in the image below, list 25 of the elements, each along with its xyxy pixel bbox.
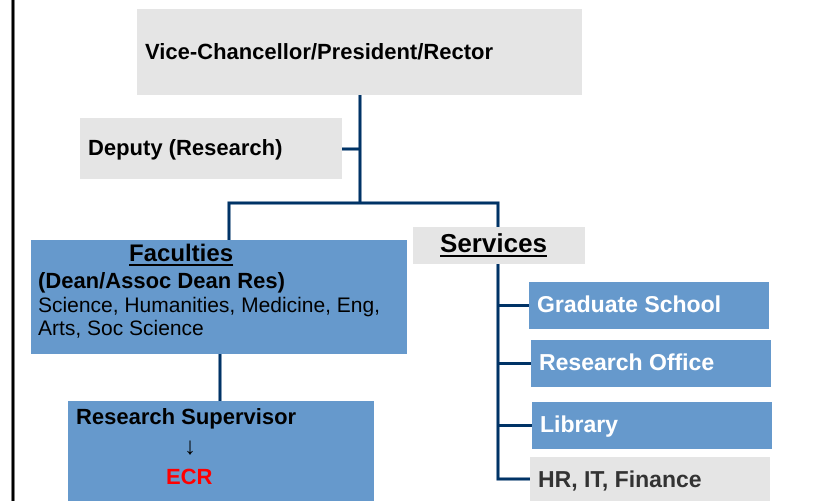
node-label: Research Office bbox=[539, 349, 716, 376]
node-title: Research Supervisor bbox=[76, 403, 298, 431]
role-box bbox=[68, 401, 374, 501]
node-detail: ECR bbox=[166, 463, 214, 491]
service-box bbox=[531, 340, 771, 387]
node-title: Faculties bbox=[129, 240, 234, 267]
connector-line bbox=[496, 264, 530, 480]
department-box bbox=[31, 240, 407, 354]
connector-line bbox=[218, 354, 222, 401]
role-box bbox=[80, 118, 342, 179]
node-label: Services bbox=[440, 229, 547, 259]
title-box bbox=[137, 9, 582, 95]
node-detail: Science, Humanities, Medicine, Eng, Arts, Soc Science bbox=[38, 294, 381, 340]
node-label: HR, IT, Finance bbox=[538, 466, 703, 492]
service-box bbox=[529, 282, 769, 329]
node-label: Deputy (Research) bbox=[88, 135, 284, 160]
node-label: Graduate School bbox=[537, 291, 722, 318]
connector-line bbox=[358, 95, 500, 227]
node-label: Library bbox=[540, 411, 619, 438]
service-box bbox=[532, 402, 772, 449]
node-label: Vice-Chancellor/President/Rector bbox=[145, 39, 494, 64]
node-subtitle: (Dean/Assoc Dean Res) bbox=[38, 267, 286, 294]
service-box bbox=[530, 457, 770, 501]
section-box bbox=[413, 227, 585, 264]
down-arrow-glyph: ↓ bbox=[184, 432, 197, 462]
